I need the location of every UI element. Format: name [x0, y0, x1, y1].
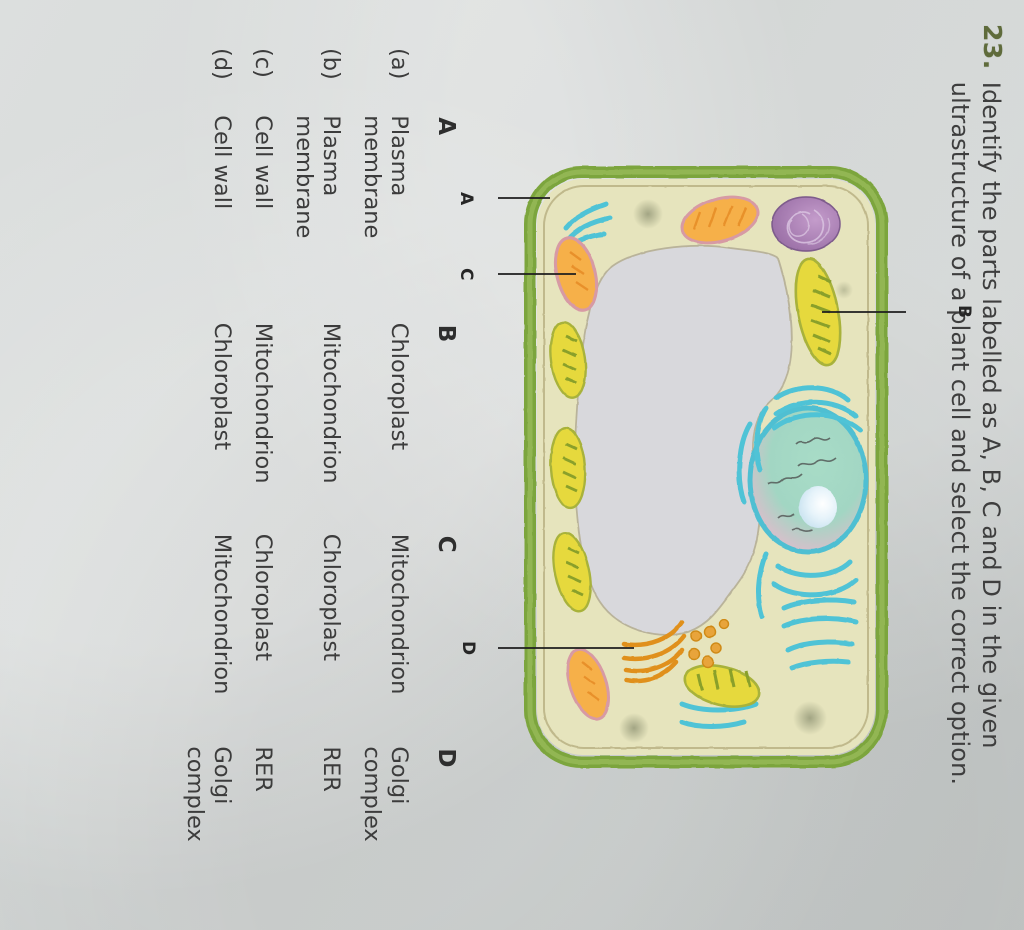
chloroplast-row-bottom — [549, 321, 592, 613]
option-label-a[interactable]: (a) — [386, 48, 413, 80]
option-c-col-C: Chloroplast — [250, 533, 277, 662]
er-fragments-right — [679, 701, 759, 729]
option-d-col-A: Cell wall — [209, 115, 236, 210]
plant-cell-diagram: A B C D — [456, 162, 974, 772]
option-c-col-D: RER — [250, 746, 277, 792]
nucleus-shape — [747, 405, 869, 555]
leader-lines — [498, 197, 906, 649]
option-label-d[interactable]: (d) — [209, 48, 236, 80]
options-table-wrapper: A B C D (a) Plasma membrane Chloroplast … — [176, 48, 464, 908]
option-b-col-C: Chloroplast — [318, 533, 345, 662]
option-row-c[interactable]: (c) Cell wall Mitochondrion Chloroplast … — [244, 48, 285, 888]
chromatin — [767, 437, 837, 532]
question-line-1: Identify the parts labelled as A, B, C a… — [977, 81, 1005, 749]
header-D: D — [433, 748, 459, 768]
option-c-col-B: Mitochondrion — [250, 322, 277, 484]
header-C: C — [433, 535, 459, 553]
options-header-row: A B C D — [421, 48, 464, 888]
mitochondrion-shape — [680, 195, 760, 245]
figure-label-B: B — [954, 305, 974, 319]
question-block: 23. Identify the parts labelled as A, B,… — [945, 24, 1007, 904]
mitochondrion-right-shape — [566, 647, 610, 721]
lysosome-shape — [771, 196, 841, 252]
chloroplast-right-shape — [683, 664, 761, 708]
option-d-col-D: Golgi complex — [182, 746, 236, 842]
option-d-col-B: Chloroplast — [209, 322, 236, 451]
option-b-col-A: Plasma membrane — [291, 115, 345, 239]
option-a-col-C: Mitochondrion — [386, 533, 413, 695]
option-label-b[interactable]: (b) — [318, 48, 345, 80]
golgi-complex-shape — [621, 619, 687, 684]
header-B: B — [433, 324, 459, 343]
option-row-d[interactable]: (d) Cell wall Chloroplast Mitochondrion … — [176, 48, 244, 888]
option-a-col-B: Chloroplast — [386, 322, 413, 451]
option-row-a[interactable]: (a) Plasma membrane Chloroplast Mitochon… — [353, 48, 421, 888]
vacuole-shape — [573, 244, 793, 636]
header-A: A — [433, 117, 459, 136]
option-row-b[interactable]: (b) Plasma membrane Mitochondrion Chloro… — [285, 48, 353, 888]
option-b-col-D: RER — [318, 746, 345, 792]
golgi-vesicles — [687, 618, 730, 669]
option-c-col-A: Cell wall — [250, 115, 277, 210]
option-d-col-C: Mitochondrion — [209, 533, 236, 695]
chloroplast-B-shape — [794, 257, 842, 367]
question-line-2: ultrastructure of a plant cell and selec… — [946, 81, 975, 786]
endoplasmic-reticulum-shape — [736, 385, 863, 671]
cell-wall-shape — [524, 166, 888, 768]
question-text: Identify the parts labelled as A, B, C a… — [945, 82, 1006, 785]
ribosome-clusters — [619, 199, 853, 743]
option-a-col-A: Plasma membrane — [359, 115, 413, 239]
question-number: 23. — [978, 24, 1007, 70]
option-a-col-D: Golgi complex — [359, 746, 413, 842]
header-blank — [421, 48, 464, 115]
option-b-col-B: Mitochondrion — [318, 322, 345, 484]
nucleolus-shape — [799, 486, 837, 528]
option-label-c[interactable]: (c) — [250, 48, 277, 78]
options-table: A B C D (a) Plasma membrane Chloroplast … — [176, 48, 464, 888]
